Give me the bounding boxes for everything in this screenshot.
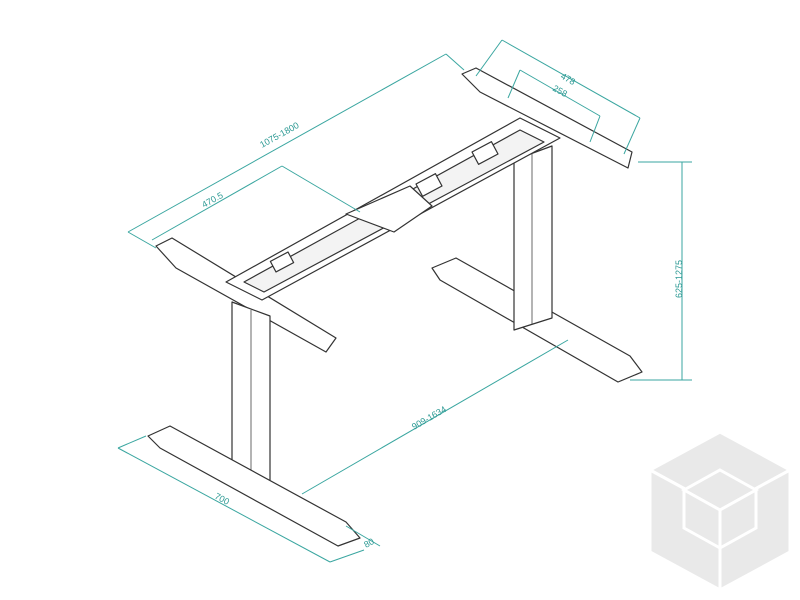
left-mount-plate <box>269 251 295 273</box>
label-height-range: 625-1275 <box>674 260 684 298</box>
left-leg <box>147 301 361 547</box>
label-foot-spacing: 909-1634 <box>410 404 448 432</box>
top-frame <box>155 67 633 353</box>
right-leg <box>431 145 643 383</box>
label-inner-span: 470.5 <box>200 190 225 210</box>
right-top-bracket <box>461 67 633 169</box>
left-top-bracket <box>155 237 337 353</box>
label-foot-length: 700 <box>213 491 231 507</box>
left-foot <box>147 425 361 547</box>
right-column <box>513 145 553 331</box>
label-foot-width: 80 <box>362 536 376 550</box>
control-box <box>471 141 499 165</box>
cube-logo-icon <box>646 430 794 593</box>
label-frame-length: 1075-1800 <box>258 120 300 150</box>
label-top-bracket-width: 478 <box>559 71 577 87</box>
motor-unit <box>415 173 443 197</box>
telescopic-sleeve <box>345 185 433 233</box>
dimension-lines <box>117 39 692 563</box>
